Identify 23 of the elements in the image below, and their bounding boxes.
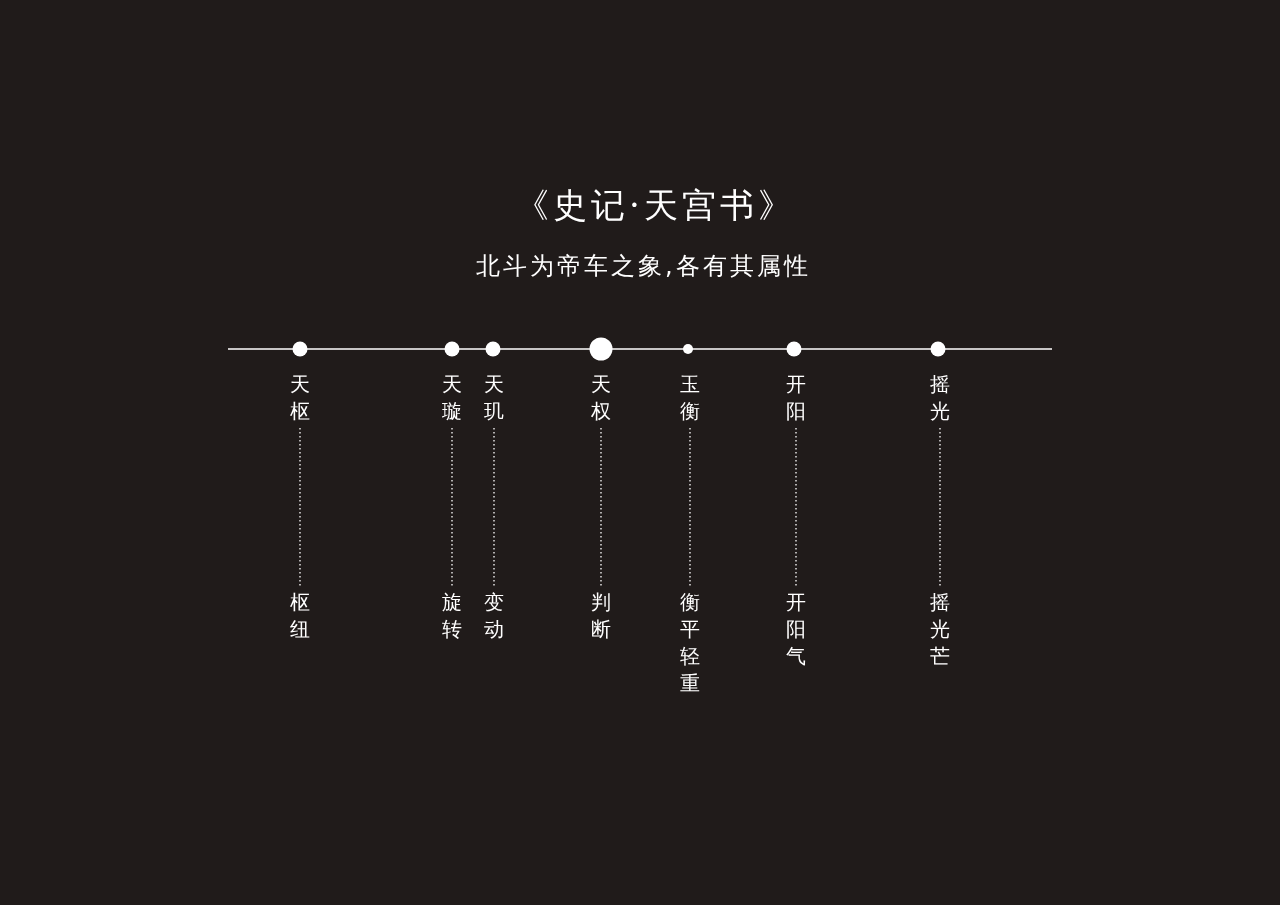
leader-line [493, 427, 495, 587]
meaning-text: 衡平轻重 [679, 589, 701, 697]
star-name: 摇光 [929, 371, 951, 425]
star-name: 天枢 [289, 371, 311, 425]
star-name: 玉衡 [679, 371, 701, 425]
meaning-text: 摇光芒 [929, 589, 951, 670]
title: 《史记·天宫书》 [515, 185, 796, 225]
star-name: 开阳 [785, 371, 807, 425]
subtitle: 北斗为帝车之象,各有其属性 [476, 251, 811, 281]
leader-line [451, 427, 453, 587]
leader-line [689, 427, 691, 587]
star-name: 天权 [590, 371, 612, 425]
star-name: 天璇 [441, 371, 463, 425]
star-name: 天玑 [483, 371, 505, 425]
meaning-text: 判断 [590, 589, 612, 643]
leader-line [600, 427, 602, 587]
leader-line [795, 427, 797, 587]
meaning-text: 开阳气 [785, 589, 807, 670]
leader-line [299, 427, 301, 587]
leader-line [939, 427, 941, 587]
meaning-text: 旋转 [441, 589, 463, 643]
meaning-text: 变动 [483, 589, 505, 643]
meaning-text: 枢纽 [289, 589, 311, 643]
